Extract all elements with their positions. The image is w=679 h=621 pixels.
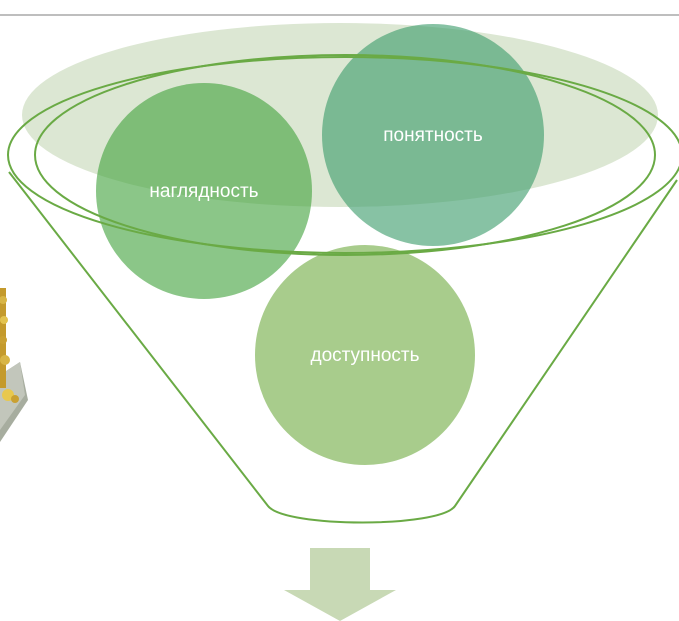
decorative-tower-image — [0, 288, 28, 442]
funnel-outline — [7, 54, 679, 524]
label-ponyatnost: понятность — [383, 125, 483, 146]
circle-dostupnost: доступность — [255, 245, 475, 465]
funnel-outer-rim — [7, 56, 679, 254]
circle-naglyadnost: наглядность — [96, 83, 312, 299]
circle-ponyatnost: понятность — [322, 24, 544, 246]
funnel-inner-rim — [34, 54, 656, 256]
label-naglyadnost: наглядность — [149, 181, 258, 202]
funnel-body — [8, 171, 678, 524]
label-dostupnost: доступность — [310, 345, 419, 366]
down-arrow — [284, 548, 396, 621]
